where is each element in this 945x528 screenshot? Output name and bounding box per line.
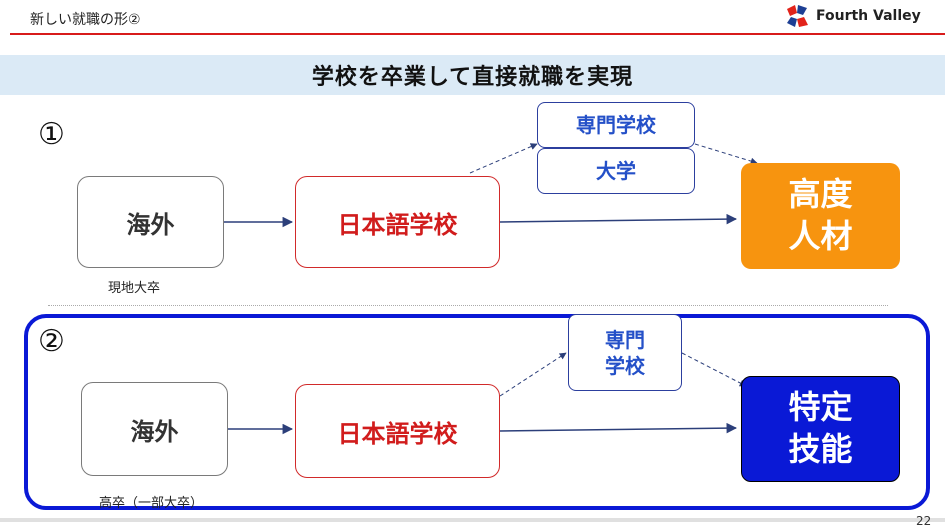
arrow-r2-school-to-higher — [499, 352, 567, 397]
route-1-origin-note: 現地大卒 — [108, 281, 161, 296]
route-2-origin-note: 高卒（一部大卒） — [99, 496, 204, 511]
page-title: 新しい就職の形② — [30, 12, 141, 28]
route-2-origin-label: 海外 — [130, 417, 179, 446]
route-1-higher-label-vocational: 専門学校 — [576, 113, 656, 137]
route-1-goal-box: 高度 人材 — [741, 163, 900, 269]
route-2-highlight-frame — [24, 314, 930, 510]
route-1-origin-label: 海外 — [126, 210, 175, 239]
route-2-higher-line1: 専門 — [605, 327, 645, 352]
route-2-goal-line1: 特定 — [788, 388, 853, 427]
arrow-r2-higher-to-goal — [681, 352, 747, 387]
route-1-school-label: 日本語学校 — [337, 210, 458, 239]
route-1-higher-box-vocational: 専門学校 — [537, 102, 695, 148]
route-1-goal-line1: 高度 — [788, 175, 853, 214]
route-2-school-box: 日本語学校 — [295, 384, 500, 478]
route-1-goal-line2: 人材 — [788, 217, 853, 255]
route-2-higher-line2: 学校 — [605, 353, 645, 378]
fourth-valley-logo-icon — [787, 5, 808, 27]
route-2-higher-box: 専門 学校 — [568, 314, 682, 391]
route-1-origin-box: 海外 — [77, 176, 224, 268]
banner-title: 学校を卒業して直接就職を実現 — [0, 55, 945, 95]
brand-name: Fourth Valley — [816, 8, 921, 24]
brand-logo: Fourth Valley — [784, 3, 942, 29]
route-1-number: ① — [38, 117, 65, 152]
section-divider — [48, 305, 888, 306]
arrow-r2-school-to-goal — [499, 422, 738, 434]
route-1-higher-label-university: 大学 — [596, 159, 636, 183]
route-2-number: ② — [38, 324, 65, 359]
route-2-goal-line2: 技能 — [788, 430, 853, 468]
arrow-r1-higher-to-goal — [694, 143, 758, 165]
header-divider — [10, 33, 945, 35]
arrow-r1-school-to-higher — [469, 143, 538, 174]
page-number: 22 — [916, 514, 932, 528]
route-1-school-box: 日本語学校 — [295, 176, 500, 268]
footer-bar — [0, 518, 945, 522]
route-2-goal-box: 特定 技能 — [741, 376, 900, 482]
route-1-higher-box-university: 大学 — [537, 148, 695, 194]
route-2-school-label: 日本語学校 — [337, 419, 458, 448]
route-2-origin-box: 海外 — [81, 382, 228, 476]
arrow-r1-school-to-goal — [499, 213, 738, 225]
